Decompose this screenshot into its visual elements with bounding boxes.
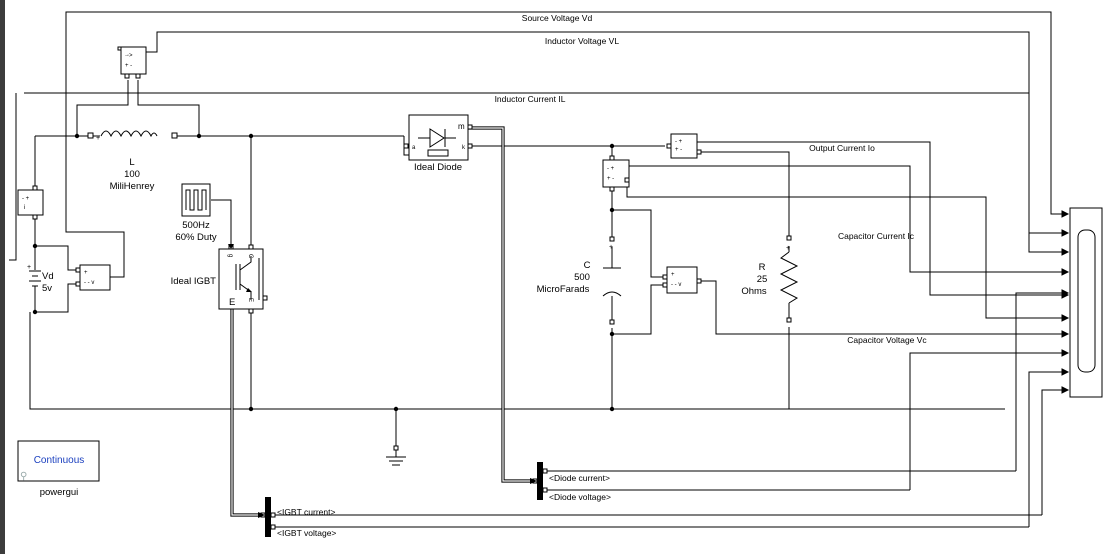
wires xyxy=(9,11,1068,528)
svg-text:+: + xyxy=(671,272,675,278)
svg-text:+: + xyxy=(27,264,31,271)
powergui-mode: Continuous xyxy=(34,455,85,466)
svg-text:k: k xyxy=(462,145,466,151)
powergui-block[interactable]: Continuous ⚲ powergui xyxy=(17,440,100,498)
svg-text:+: + xyxy=(84,270,88,276)
output-current-label: Output Current Io xyxy=(809,143,875,153)
pulse-frequency: 500Hz xyxy=(182,220,210,231)
window-left-border xyxy=(0,0,5,554)
inductor-voltage-meter[interactable]: → > + - xyxy=(117,46,147,79)
source-voltage-meter[interactable]: + - - v xyxy=(75,264,111,291)
capacitor-value: 500 xyxy=(574,272,590,283)
arrowheads xyxy=(228,244,537,518)
diode-port-m: m xyxy=(458,122,465,131)
diode-current-label: <Diode current> xyxy=(549,473,610,483)
svg-text:+ -: + - xyxy=(607,176,614,182)
resistor-block[interactable]: + R 25 Ohms xyxy=(741,235,799,323)
pulse-generator[interactable]: 500Hz 60% Duty xyxy=(175,183,217,243)
svg-text:+ -: + - xyxy=(675,147,682,153)
capacitor-unit: MicroFarads xyxy=(537,284,590,295)
svg-text:+: + xyxy=(786,245,790,252)
svg-text:- +: - + xyxy=(675,139,683,145)
ground-block[interactable] xyxy=(386,445,406,466)
source-value: 5v xyxy=(42,283,52,294)
capacitor-current-label: Capacitor Current Ic xyxy=(838,231,915,241)
diode-voltage-label: <Diode voltage> xyxy=(549,492,611,502)
svg-text:+: + xyxy=(96,135,100,142)
svg-text:→: → xyxy=(124,52,130,58)
powergui-name: powergui xyxy=(40,487,79,498)
capacitor-name: C xyxy=(584,260,591,271)
ideal-diode-block[interactable]: a k m Ideal Diode xyxy=(403,114,473,173)
inductor-value: 100 xyxy=(124,169,140,180)
inductor-voltage-label: Inductor Voltage VL xyxy=(545,36,619,46)
powergui-icon: ⚲ xyxy=(20,471,27,482)
svg-text:i: i xyxy=(24,205,25,211)
inductor-block[interactable]: + L 100 MiliHenrey xyxy=(87,130,178,192)
igbt-port-g: g xyxy=(227,254,233,257)
diode-name: Ideal Diode xyxy=(414,162,462,173)
source-current-meter[interactable]: - + i xyxy=(17,185,44,220)
svg-text:- - v: - - v xyxy=(671,282,681,288)
source-name: Vd xyxy=(42,271,54,282)
capacitor-block[interactable]: + C 500 MicroFarads xyxy=(537,236,622,325)
capacitor-voltage-meter[interactable]: + - - v xyxy=(662,266,702,294)
svg-text:- +: - + xyxy=(22,196,30,202)
igbt-port-c: C xyxy=(247,254,253,259)
igbt-name: Ideal IGBT xyxy=(171,276,217,287)
igbt-port-e: E xyxy=(247,298,253,302)
igbt-voltage-label: <IGBT voltage> xyxy=(277,528,336,538)
capacitor-current-meter[interactable]: - + + - xyxy=(602,155,630,192)
output-current-meter[interactable]: - + + - xyxy=(666,133,702,159)
igbt-bus-selector[interactable] xyxy=(260,497,276,537)
igbt-current-label: <IGBT current> xyxy=(277,507,335,517)
scope-block[interactable] xyxy=(1061,207,1103,398)
inductor-unit: MiliHenrey xyxy=(110,181,155,192)
svg-text:a: a xyxy=(412,145,416,151)
resistor-value: 25 xyxy=(757,274,768,285)
pulse-duty: 60% Duty xyxy=(175,232,216,243)
svg-text:- +: - + xyxy=(607,166,615,172)
measurement-buses xyxy=(230,126,537,517)
igbt-port-e-left: E xyxy=(229,297,235,308)
source-voltage-label: Source Voltage Vd xyxy=(522,13,593,23)
svg-text:+ -: + - xyxy=(125,63,132,69)
capacitor-voltage-label: Capacitor Voltage Vc xyxy=(847,335,927,345)
inductor-name: L xyxy=(129,157,134,168)
junctions xyxy=(32,133,615,412)
svg-text:+: + xyxy=(609,244,613,251)
svg-text:>: > xyxy=(129,53,133,59)
resistor-name: R xyxy=(759,262,766,273)
svg-text:- - v: - - v xyxy=(84,280,94,286)
inductor-current-label: Inductor Current IL xyxy=(495,94,566,104)
igbt-block[interactable]: g C E Ideal IGBT E xyxy=(171,244,268,314)
resistor-unit: Ohms xyxy=(741,286,767,297)
dc-source-vd[interactable]: + Vd 5v xyxy=(27,262,54,294)
